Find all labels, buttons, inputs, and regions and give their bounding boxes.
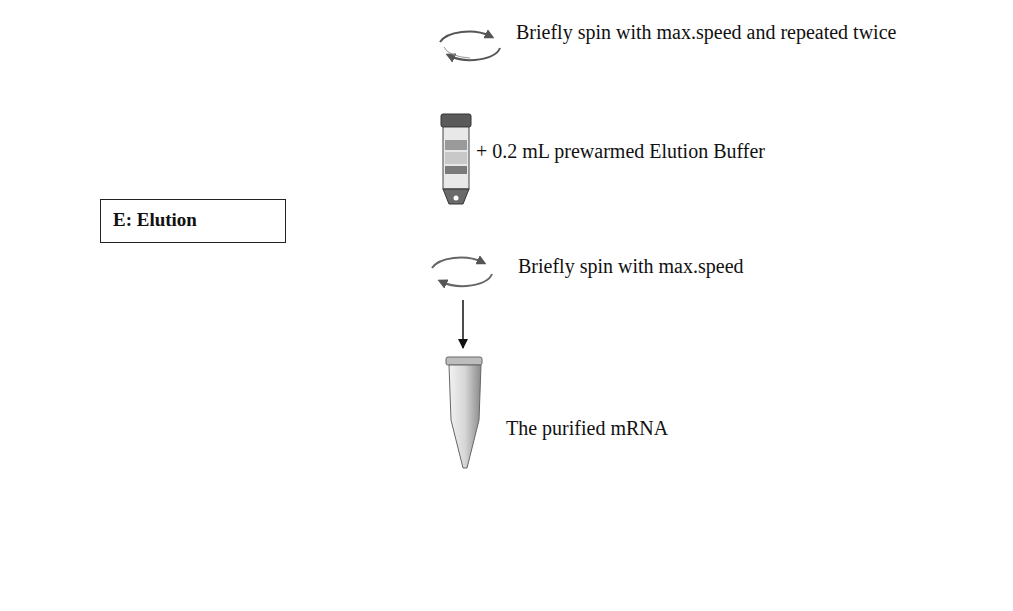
spin-column	[441, 114, 471, 204]
spin-icon	[432, 258, 492, 287]
step-title: E: Elution	[113, 209, 273, 231]
step-instruction: + 0.2 mL prewarmed Elution Buffer	[476, 139, 765, 163]
step-instruction: Briefly spin with max.speed and repeated…	[516, 20, 896, 44]
spin-icon	[440, 32, 500, 61]
step-instruction: Briefly spin with max.speed	[518, 254, 744, 278]
step-box: E: Elution	[100, 199, 286, 243]
microcentrifuge-tube	[446, 357, 482, 468]
flow-arrow	[462, 300, 464, 348]
step-instruction: The purified mRNA	[506, 416, 668, 440]
